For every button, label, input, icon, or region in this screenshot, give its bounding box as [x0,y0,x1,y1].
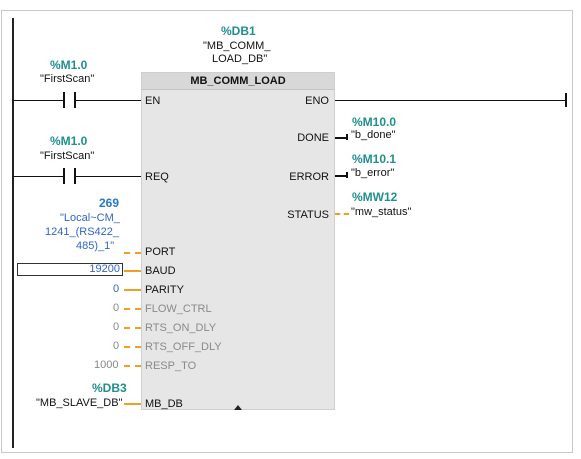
mb-db-symbol[interactable]: "MB_SLAVE_DB" [36,397,123,409]
flow-ctrl-value[interactable]: 0 [113,302,120,314]
status-symbol[interactable]: "mw_status" [351,206,412,218]
pin-error-label: ERROR [289,171,329,183]
pin-parity-label: PARITY [145,284,184,296]
done-connector [346,134,348,140]
port-symbol-line3[interactable]: 485)_1" [76,240,115,252]
flow-ctrl-stub [124,308,141,310]
pin-port-label: PORT [145,246,176,258]
wire-req-right [76,176,141,177]
done-address: %M10.0 [352,115,397,129]
parity-value[interactable]: 0 [113,283,120,295]
left-power-rail [12,18,14,448]
rts-off-dly-stub [124,346,141,348]
pin-rts-off-dly-label: RTS_OFF_DLY [145,341,222,353]
pin-done-label: DONE [297,132,329,144]
pin-baud-label: BAUD [145,265,176,277]
wire-en-right [76,100,141,101]
pin-status-label: STATUS [287,209,329,221]
wire-req-left [13,176,63,177]
pin-mb-db-label: MB_DB [145,398,183,410]
req-contact-address: %M1.0 [50,134,88,148]
rts-on-dly-value[interactable]: 0 [113,321,120,333]
instance-db-address: %DB1 [221,24,256,38]
req-contact-left-bar[interactable] [63,168,65,184]
en-contact-left-bar[interactable] [63,92,65,108]
pin-en-label: EN [145,95,161,107]
pin-rts-on-dly-label: RTS_ON_DLY [145,322,217,334]
baud-stub [124,270,141,272]
pin-eno-label: ENO [305,95,329,107]
error-symbol[interactable]: "b_error" [351,167,395,179]
rts-on-dly-stub [124,327,141,329]
wire-eno [335,100,565,101]
rts-off-dly-value[interactable]: 0 [113,340,120,352]
port-symbol-line1[interactable]: "Local~CM_ [60,212,120,224]
done-symbol[interactable]: "b_done" [351,129,396,141]
port-value: 269 [99,196,120,210]
mb-comm-load-block[interactable]: MB_COMM_LOAD EN ENO DONE REQ ERROR STATU… [141,72,335,410]
en-contact-symbol: "FirstScan" [40,73,95,85]
block-title: MB_COMM_LOAD [142,73,334,90]
en-contact-right-bar[interactable] [74,92,76,108]
port-symbol-line2[interactable]: 1241_(RS422_ [45,226,120,238]
pin-flow-ctrl-label: FLOW_CTRL [145,303,212,315]
en-contact-address: %M1.0 [50,58,88,72]
parity-stub [124,289,141,291]
status-address: %MW12 [352,190,398,204]
wire-en-left [13,100,63,101]
instance-db-name-line1: "MB_COMM_ [203,40,271,52]
eno-wire-end [565,93,567,107]
instance-db-name-line2: LOAD_DB" [212,53,268,65]
chevron-up-icon[interactable] [234,405,242,410]
pin-req-label: REQ [145,171,169,183]
req-contact-right-bar[interactable] [74,168,76,184]
error-address: %M10.1 [352,152,397,166]
req-contact-symbol: "FirstScan" [40,150,95,162]
resp-to-value[interactable]: 1000 [94,359,119,371]
port-stub [124,252,141,254]
error-stub [335,175,347,177]
status-stub [335,213,349,215]
resp-to-stub [124,365,141,367]
done-stub [335,137,347,139]
mb-db-stub [124,403,141,405]
mb-db-address: %DB3 [92,381,127,395]
pin-resp-to-label: RESP_TO [145,360,197,372]
baud-input[interactable]: 19200 [17,263,123,276]
error-connector [346,172,348,178]
